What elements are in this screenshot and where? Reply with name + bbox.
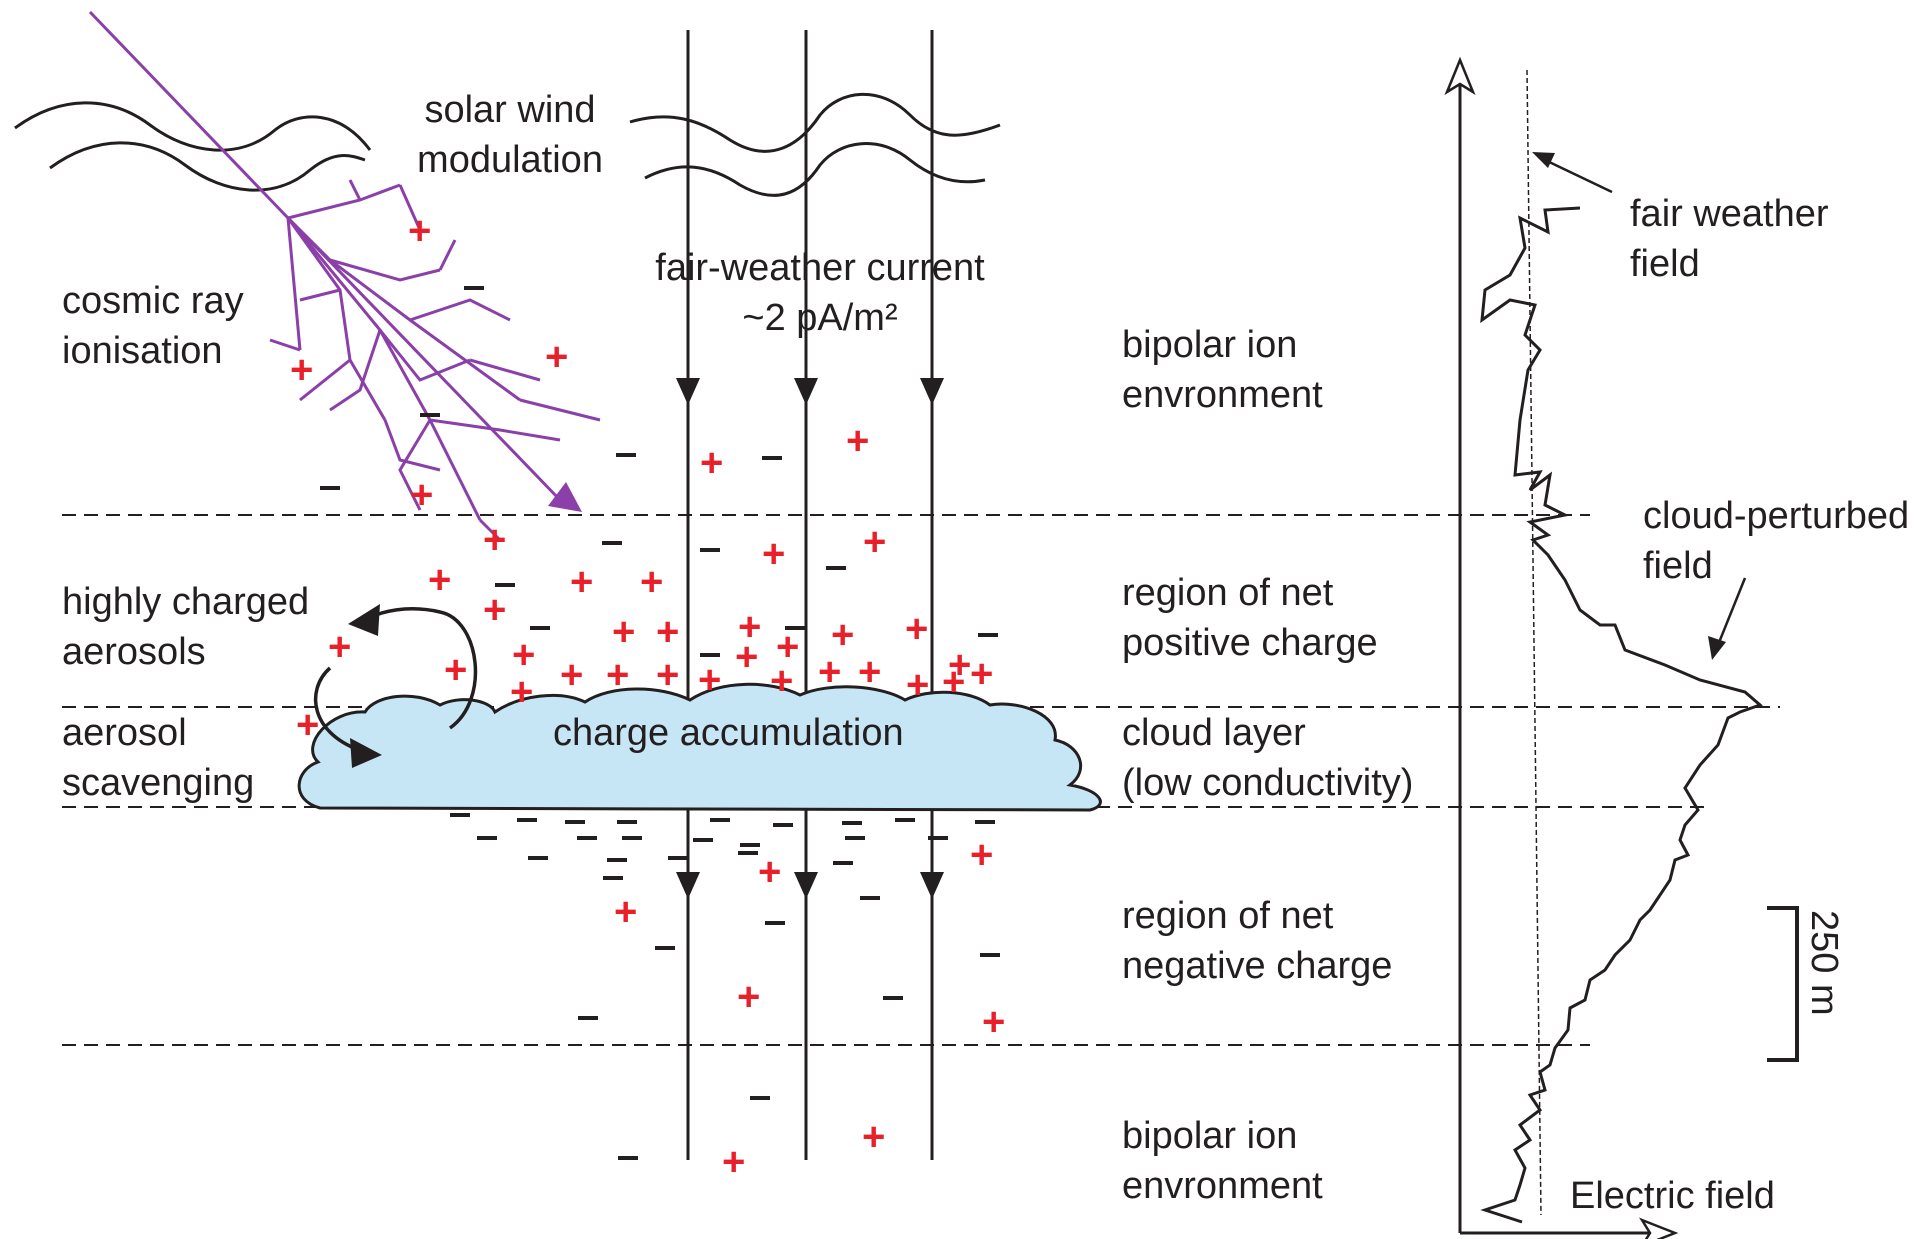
svg-text:+: + xyxy=(698,658,721,702)
svg-text:+: + xyxy=(858,650,881,694)
net-positive-label-2: positive charge xyxy=(1122,622,1378,664)
svg-text:+: + xyxy=(410,473,433,517)
y-axis-arrowhead xyxy=(1444,56,1476,96)
arrowhead-top xyxy=(348,604,380,636)
net-positive-label-1: region of net xyxy=(1122,572,1334,614)
svg-text:+: + xyxy=(948,643,971,687)
positive-charges: + + + + + + + + + + + + + + + + + + + + … xyxy=(290,209,1005,1184)
aerosol-scavenging-label-1: aerosol xyxy=(62,712,187,754)
svg-text:+: + xyxy=(656,653,679,697)
solar-wind-label-1: solar wind xyxy=(424,89,595,131)
svg-text:+: + xyxy=(831,613,854,657)
current-arrowheads xyxy=(676,378,944,899)
solar-wind-label-2: modulation xyxy=(417,139,603,181)
cloud-perturbed-field-label-2: field xyxy=(1643,545,1713,587)
arrowhead-bottom xyxy=(350,738,382,768)
svg-text:+: + xyxy=(656,610,679,654)
svg-text:+: + xyxy=(737,975,760,1019)
svg-text:+: + xyxy=(906,663,929,707)
scale-bar xyxy=(1767,906,1799,1062)
svg-text:+: + xyxy=(408,209,431,253)
aerosol-scavenging-label-2: scavenging xyxy=(62,762,254,804)
fair-weather-field-label-1: fair weather xyxy=(1630,193,1829,235)
net-negative-label-1: region of net xyxy=(1122,895,1334,937)
current-label-1: fair-weather current xyxy=(655,247,985,289)
cloud-layer-label-2: (low conductivity) xyxy=(1122,762,1413,804)
labels: solar wind modulation cosmic ray ionisat… xyxy=(62,89,1909,1217)
svg-text:+: + xyxy=(776,625,799,669)
svg-text:+: + xyxy=(770,659,793,703)
bipolar-bottom-label-2: envronment xyxy=(1122,1165,1323,1207)
fair-weather-field-line xyxy=(1526,69,1542,1216)
solar-wind-waves-left xyxy=(14,101,372,192)
svg-text:+: + xyxy=(970,833,993,877)
svg-text:+: + xyxy=(862,1115,885,1159)
highly-charged-label-2: aerosols xyxy=(62,631,206,673)
fair-weather-pointer-head xyxy=(1532,152,1555,168)
charge-accumulation-label: charge accumulation xyxy=(553,712,904,754)
svg-text:+: + xyxy=(758,850,781,894)
svg-text:+: + xyxy=(982,1000,1005,1044)
field-plot-axes xyxy=(1458,70,1665,1235)
svg-text:+: + xyxy=(738,605,761,649)
cloud-perturbed-field-curve xyxy=(1480,206,1763,1224)
fair-weather-field-label-2: field xyxy=(1630,243,1700,285)
cloud-layer-label-1: cloud layer xyxy=(1122,712,1306,754)
svg-text:+: + xyxy=(846,419,869,463)
svg-text:+: + xyxy=(735,635,758,679)
svg-text:+: + xyxy=(560,653,583,697)
svg-text:+: + xyxy=(570,560,593,604)
svg-text:+: + xyxy=(606,653,629,697)
svg-text:+: + xyxy=(545,335,568,379)
svg-text:+: + xyxy=(863,520,886,564)
cosmic-ray-shower xyxy=(88,10,601,542)
svg-text:+: + xyxy=(510,670,533,714)
svg-text:+: + xyxy=(328,625,351,669)
svg-text:+: + xyxy=(640,560,663,604)
cloud-field-pointer-head xyxy=(1708,636,1726,660)
svg-text:+: + xyxy=(700,441,723,485)
bipolar-bottom-label-1: bipolar ion xyxy=(1122,1115,1297,1157)
electric-field-axis-label: Electric field xyxy=(1570,1175,1775,1217)
svg-text:+: + xyxy=(722,1140,745,1184)
svg-text:+: + xyxy=(290,348,313,392)
svg-text:+: + xyxy=(428,558,451,602)
svg-text:+: + xyxy=(614,890,637,934)
aerosol-arrows xyxy=(313,607,478,754)
bipolar-top-label-1: bipolar ion xyxy=(1122,324,1297,366)
cosmic-ray-label-1: cosmic ray xyxy=(62,280,244,322)
current-label-2: ~2 pA/m² xyxy=(742,297,897,339)
highly-charged-label-1: highly charged xyxy=(62,581,309,623)
solar-wind-waves-right xyxy=(629,92,1001,197)
negative-charges xyxy=(320,286,1000,1160)
bipolar-top-label-2: envronment xyxy=(1122,374,1323,416)
cosmic-ray-label-2: ionisation xyxy=(62,330,223,372)
net-negative-label-2: negative charge xyxy=(1122,945,1392,987)
svg-text:+: + xyxy=(762,532,785,576)
svg-text:+: + xyxy=(483,588,506,632)
svg-text:+: + xyxy=(905,607,928,651)
scale-bar-label: 250 m xyxy=(1803,910,1845,1016)
cosmic-ray-arrowhead xyxy=(548,482,582,512)
pointer-arrows xyxy=(1544,158,1747,646)
svg-text:+: + xyxy=(942,660,965,704)
cloud-layer xyxy=(297,682,1102,812)
svg-text:+: + xyxy=(612,610,635,654)
svg-text:+: + xyxy=(970,652,993,696)
fair-weather-current-lines xyxy=(686,30,934,1160)
cloud-perturbed-field-label-1: cloud-perturbed xyxy=(1643,495,1909,537)
svg-text:+: + xyxy=(296,703,319,747)
svg-text:+: + xyxy=(444,648,467,692)
svg-text:+: + xyxy=(512,633,535,677)
svg-text:+: + xyxy=(483,518,506,562)
svg-text:+: + xyxy=(818,650,841,694)
x-axis-arrowhead xyxy=(1638,1217,1679,1239)
